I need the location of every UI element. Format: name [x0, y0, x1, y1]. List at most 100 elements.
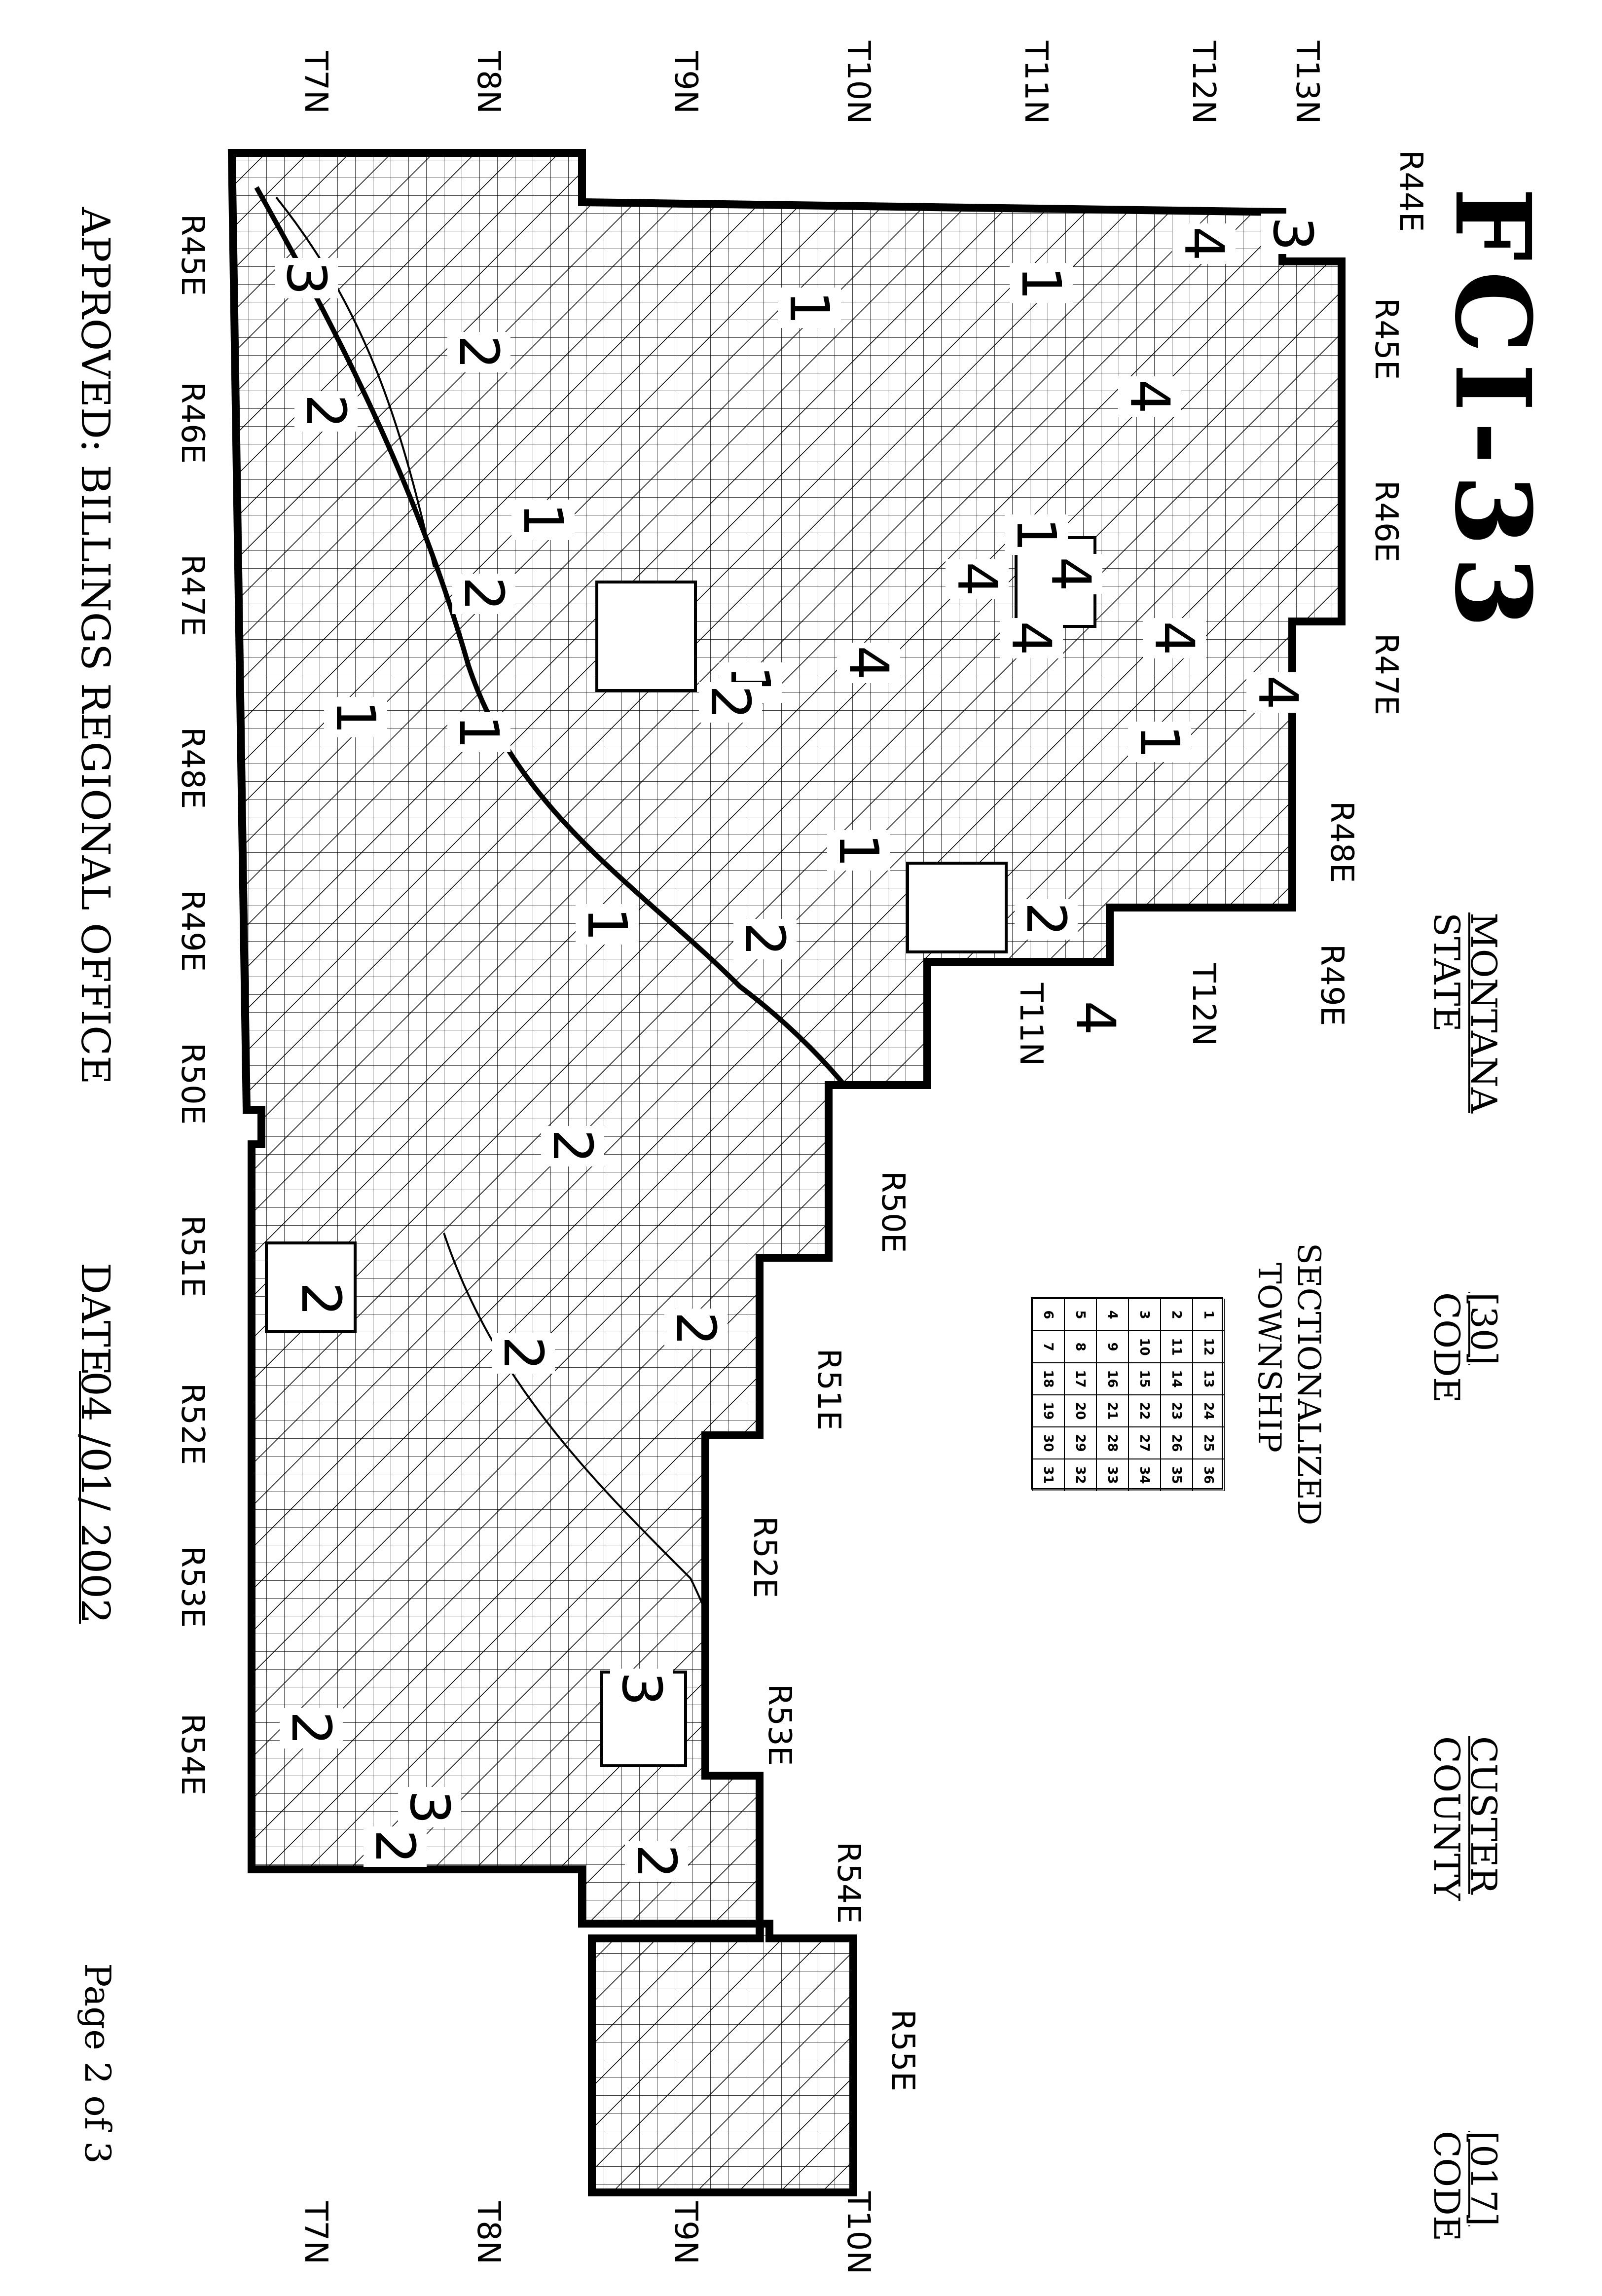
zone-code-label: 3 [1261, 214, 1324, 254]
zone-code-label: 4 [946, 559, 1009, 599]
zone-code-label: 1 [511, 500, 575, 540]
zone-code-label: 2 [294, 391, 358, 432]
legend-section-cell: 2 [1161, 1299, 1193, 1331]
legend-section-cell: 27 [1129, 1427, 1161, 1459]
legend-title-2: TOWNSHIP [1251, 1263, 1287, 1453]
legend-section-cell: 5 [1064, 1299, 1096, 1331]
township-label-mid: T12N [1185, 963, 1222, 1047]
zone-code-label: 4 [1143, 618, 1206, 658]
range-label-top: R51E [810, 1348, 847, 1431]
range-label-top: R45E [1368, 297, 1404, 380]
range-label-top: R53E [761, 1683, 798, 1766]
zone-code-label: 1 [827, 830, 890, 871]
legend-section-cell: 19 [1032, 1395, 1064, 1427]
date-value: 04 /01/ 2002 [73, 1371, 118, 1624]
range-label-top: R46E [1368, 480, 1404, 563]
township-label-right: T7N [297, 2201, 334, 2264]
legend-section-cell: 16 [1096, 1363, 1129, 1395]
legend-section-cell: 8 [1064, 1331, 1096, 1363]
range-label-top: R47E [1368, 633, 1404, 716]
legend-section-cell: 10 [1129, 1331, 1161, 1363]
page-number: Page 2 of 3 [77, 1963, 118, 2164]
zone-code-label: 2 [452, 574, 515, 614]
legend-section-cell: 32 [1064, 1459, 1096, 1491]
range-label-bottom: R50E [174, 1042, 211, 1125]
zone-code-label: 2 [447, 332, 510, 372]
legend-title-1: SECTIONALIZED [1290, 1243, 1327, 1526]
zone-code-label: 2 [699, 682, 762, 723]
zone-code-label: 2 [541, 1126, 604, 1166]
legend-section-cell: 35 [1161, 1459, 1193, 1491]
zone-code-label: 3 [275, 258, 338, 298]
legend-section-cell: 12 [1193, 1331, 1225, 1363]
range-label-bottom: R47E [174, 554, 211, 637]
legend-section-cell: 30 [1032, 1427, 1064, 1459]
zone-code-label: 4 [1118, 376, 1181, 417]
township-label-left: T12N [1185, 40, 1222, 124]
county-code-label: CODE [1426, 2131, 1467, 2242]
legend-section-cell: 15 [1129, 1363, 1161, 1395]
legend-section-cell: 36 [1193, 1459, 1225, 1491]
township-label-left: T13N [1289, 40, 1325, 124]
zone-code-label: 2 [290, 1279, 353, 1319]
zone-code-label: 2 [625, 1841, 688, 1882]
zone-code-label: 4 [1172, 223, 1236, 264]
township-label-left: T8N [470, 51, 507, 114]
legend-section-cell: 20 [1064, 1395, 1096, 1427]
zone-code-label: 3 [610, 1669, 673, 1709]
legend-section-cell: 7 [1032, 1331, 1064, 1363]
zone-code-label: 1 [324, 697, 387, 737]
zone-code-label: 1 [778, 288, 841, 328]
zone-code-label: 1 [1128, 722, 1191, 762]
legend-section-cell: 25 [1193, 1427, 1225, 1459]
legend-section-cell: 14 [1161, 1363, 1193, 1395]
zone-code-label: 2 [733, 919, 797, 959]
township-label-mid: T11N [1013, 983, 1049, 1066]
range-label-top: R48E [1323, 801, 1360, 883]
legend-section-cell: 28 [1096, 1427, 1129, 1459]
zone-code-label: 2 [664, 1309, 728, 1349]
township-label-right: T10N [840, 2191, 876, 2275]
zone-box [906, 862, 1008, 953]
zone-code-label: 2 [364, 1826, 427, 1867]
zone-code-label: 2 [1015, 899, 1078, 940]
legend-section-cell: 9 [1096, 1331, 1129, 1363]
range-label-bottom: R53E [174, 1545, 211, 1628]
map-title: FCI-33 [1432, 187, 1554, 638]
legend-section-cell: 22 [1129, 1395, 1161, 1427]
zone-code-label: 1 [447, 712, 510, 752]
county-code: [017] [1463, 2131, 1504, 2226]
state-sub-label: STATE [1426, 912, 1467, 1032]
zone-code-label: 3 [398, 1787, 461, 1827]
township-label-right: T9N [667, 2201, 704, 2264]
range-label-bottom: R49E [174, 889, 211, 972]
legend-section-cell: 34 [1129, 1459, 1161, 1491]
range-label-bottom: R51E [174, 1215, 211, 1298]
legend-section-cell: 4 [1096, 1299, 1129, 1331]
zone-box [595, 581, 697, 692]
zone-code-label: 1 [1010, 263, 1073, 303]
zone-code-label: 4 [837, 643, 900, 683]
range-label-bottom: R45E [174, 214, 211, 296]
township-label-left: T9N [667, 51, 704, 114]
legend-section-cell: 31 [1032, 1459, 1064, 1491]
state-code-label: CODE [1426, 1292, 1467, 1403]
state-name: MONTANA [1463, 912, 1504, 1113]
zone-code-label: 2 [280, 1708, 343, 1749]
township-label-right: T8N [470, 2201, 507, 2264]
range-label-top: R49E [1313, 944, 1350, 1026]
zone-code-label: 4 [1246, 672, 1310, 713]
zone-code-label: 1 [1005, 514, 1068, 555]
zone-code-label: 4 [1000, 618, 1063, 658]
range-label-top: R55E [884, 2009, 921, 2092]
legend-section-cell: 21 [1096, 1395, 1129, 1427]
legend-section-cell: 33 [1096, 1459, 1129, 1491]
approval-line: APPROVED: BILLINGS REGIONAL OFFICE [73, 207, 118, 1085]
range-label-top: R50E [874, 1170, 911, 1253]
zone-code-label: 4 [1039, 554, 1102, 594]
legend-section-cell: 1 [1193, 1299, 1225, 1331]
range-label-bottom: R54E [174, 1713, 211, 1796]
zone-code-label: 1 [576, 904, 639, 945]
